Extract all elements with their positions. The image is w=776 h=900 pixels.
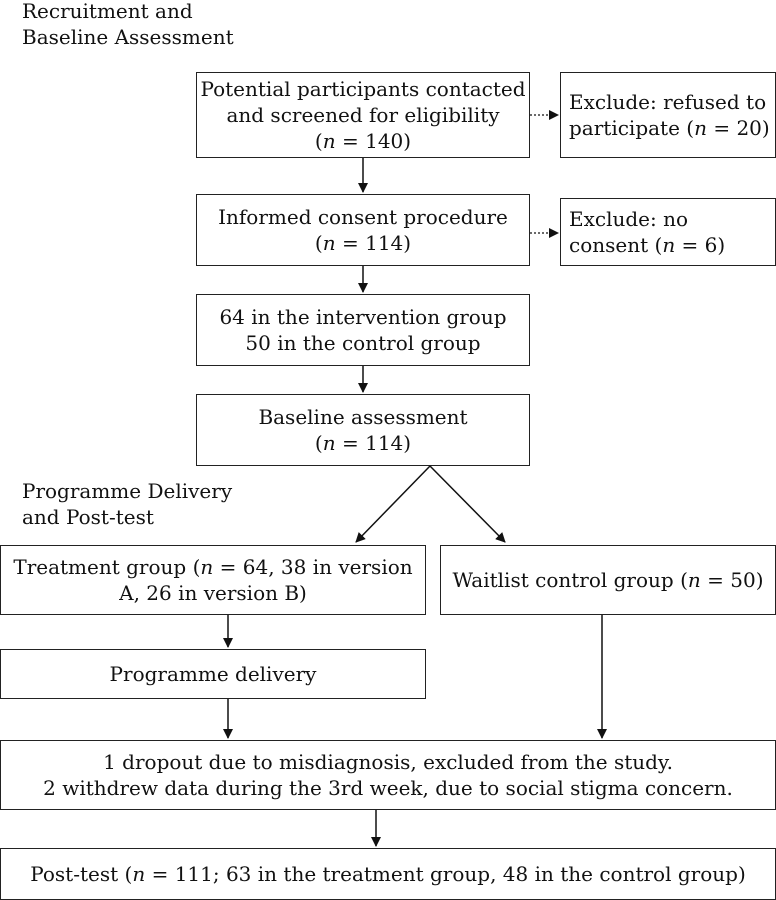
exclude-no-consent-box: Exclude: no consent (n = 6): [560, 198, 776, 266]
exclude-no-consent-line-1: Exclude: no: [569, 207, 689, 231]
section-label-delivery: Programme Delivery and Post-test: [22, 478, 232, 530]
treatment-group-box: Treatment group (n = 64, 38 in version A…: [0, 545, 426, 615]
groups-line-2: 50 in the control group: [245, 331, 481, 355]
baseline-box: Baseline assessment (n = 114): [196, 394, 530, 466]
posttest-line: Post-test (n = 111; 63 in the treatment …: [30, 862, 746, 886]
exclude-no-consent-line-2: consent (n = 6): [569, 233, 726, 257]
section-label-recruitment: Recruitment and Baseline Assessment: [22, 0, 234, 50]
waitlist-group-box: Waitlist control group (n = 50): [440, 545, 776, 615]
exclude-refused-line-2: participate (n = 20): [569, 116, 770, 140]
groups-line-1: 64 in the intervention group: [219, 305, 507, 329]
arrow-baseline-to-waitlist: [429, 465, 506, 543]
dropout-box: 1 dropout due to misdiagnosis, excluded …: [0, 740, 776, 810]
baseline-line-1: Baseline assessment: [258, 405, 468, 429]
programme-delivery-box: Programme delivery: [0, 649, 426, 699]
arrow-baseline-to-treatment: [355, 465, 431, 543]
posttest-box: Post-test (n = 111; 63 in the treatment …: [0, 848, 776, 900]
treatment-line-2: A, 26 in version B): [119, 581, 307, 605]
exclude-refused-line-1: Exclude: refused to: [569, 90, 767, 114]
section-label-line: and Post-test: [22, 505, 154, 529]
programme-delivery-line: Programme delivery: [109, 662, 317, 686]
treatment-line-1: Treatment group (n = 64, 38 in version: [13, 555, 413, 579]
section-label-line: Programme Delivery: [22, 479, 233, 503]
consent-box: Informed consent procedure (n = 114): [196, 194, 530, 266]
screening-line-1: Potential participants contacted: [200, 77, 526, 101]
waitlist-line-1: Waitlist control group (n = 50): [452, 568, 764, 592]
screening-line-2: and screened for eligibility: [226, 103, 500, 127]
baseline-count: (n = 114): [314, 431, 412, 455]
consent-count: (n = 114): [314, 231, 412, 255]
dropout-line-1: 1 dropout due to misdiagnosis, excluded …: [103, 750, 673, 774]
groups-box: 64 in the intervention group 50 in the c…: [196, 294, 530, 366]
dropout-line-2: 2 withdrew data during the 3rd week, due…: [43, 776, 733, 800]
screening-count: (n = 140): [314, 129, 412, 153]
section-label-line: Recruitment and: [22, 0, 193, 23]
section-label-line: Baseline Assessment: [22, 25, 234, 49]
screening-box: Potential participants contacted and scr…: [196, 72, 530, 158]
consent-line-1: Informed consent procedure: [218, 205, 508, 229]
exclude-refused-box: Exclude: refused to participate (n = 20): [560, 72, 776, 158]
